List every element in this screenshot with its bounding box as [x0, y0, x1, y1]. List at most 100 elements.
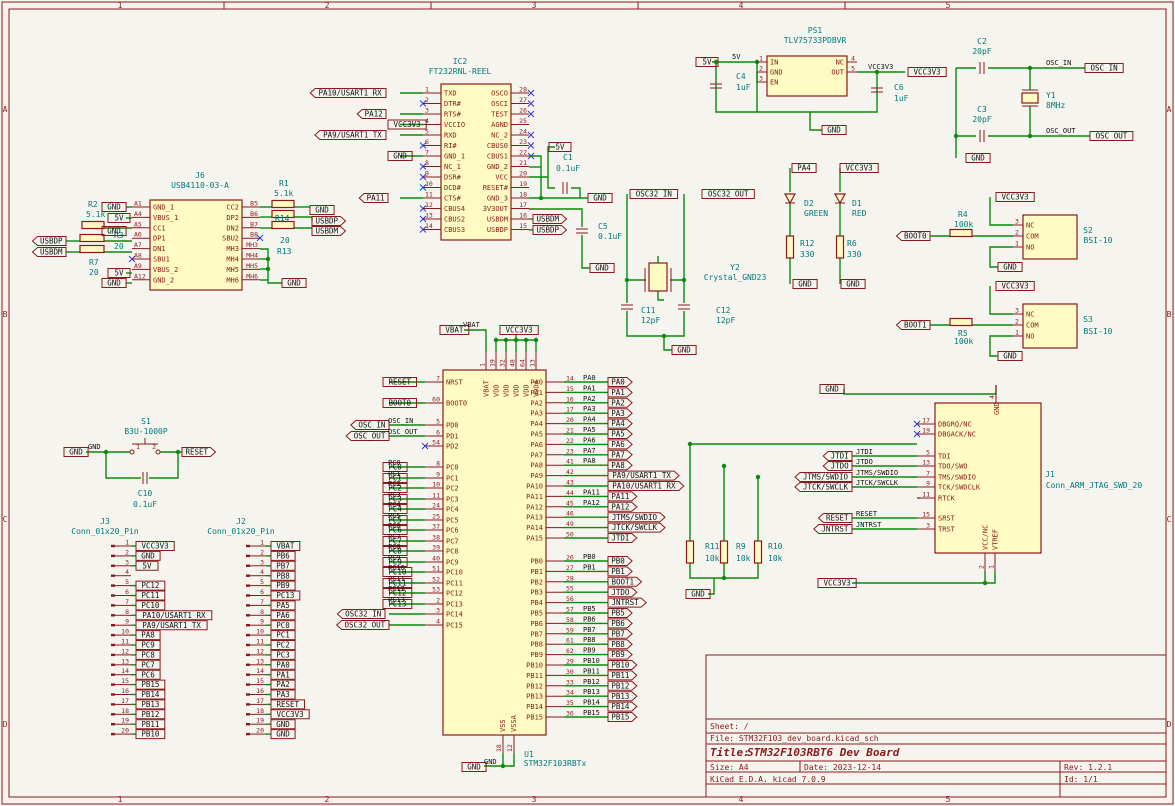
pin-number: 2 [436, 597, 440, 605]
wire [843, 385, 997, 395]
pin-name: GND_2 [153, 276, 174, 284]
u1-net-label [607, 481, 685, 491]
u1-net-label-text: PC2 [388, 484, 402, 493]
net-name: PA5 [583, 426, 596, 434]
net-gnd-text: GND [107, 279, 121, 288]
pin-number: 48 [509, 359, 517, 367]
pin-name: PA5 [530, 431, 543, 439]
no-connect-mark [527, 110, 535, 118]
net-5v [107, 268, 131, 278]
pin-name: DN1 [153, 245, 166, 253]
header-net-label [135, 590, 166, 601]
header-net-label [135, 640, 161, 650]
pin-number: 20 [566, 416, 574, 424]
title-block-sheet: Sheet: / [710, 722, 749, 731]
pin-number: 3 [260, 558, 264, 566]
header-net-label-text: PA10/USART1_RX [142, 611, 206, 620]
pin-stub [111, 663, 115, 666]
header-net-label [270, 560, 296, 571]
u1-net-label [607, 649, 633, 660]
pin-number: 53 [432, 586, 440, 594]
header-net-label-text: VCC3V3 [142, 542, 169, 551]
wire [529, 146, 555, 178]
u1-net-label-text: JTMS/SWDIO [612, 513, 658, 522]
wire [529, 208, 583, 227]
pin-number: 42 [566, 468, 574, 476]
pin-number: 15 [519, 222, 527, 230]
y2-crystal [648, 262, 668, 292]
y2-value: Crystal_GND23 [704, 273, 767, 282]
j1-net-label [794, 472, 853, 482]
ic2-net-label-text: PA10/USART1_RX [318, 89, 382, 98]
header-net-label-text: PB15 [141, 680, 159, 689]
u1-net-label [607, 387, 633, 398]
pin-name: PB1 [530, 568, 543, 576]
pin-number: 5 [851, 65, 855, 73]
pin-stub [246, 723, 250, 726]
u1-net-label-text: PB0 [611, 557, 625, 566]
j1-net-label-text: JTCK/SWCLK [803, 483, 849, 492]
pin-name: VBAT [483, 379, 491, 397]
pin-name: USBDP [487, 226, 508, 234]
c12-value: 12pF [716, 316, 735, 325]
pin-number: 1 [260, 539, 264, 547]
pin-number: 24 [432, 502, 440, 510]
u1-net-label [607, 587, 638, 598]
u1-net-label [382, 567, 413, 577]
pin-number: B5 [250, 200, 258, 208]
pin-number: 8 [425, 159, 429, 167]
u1-net-label [382, 578, 413, 588]
pin-name: PB13 [526, 693, 543, 701]
u1-net-label-text: PC4 [388, 505, 402, 514]
net-gnd [685, 589, 711, 599]
pin-number: 29 [566, 658, 574, 666]
net-vcc3v3-text: VCC3V3 [1002, 282, 1029, 291]
pin-name: NO [1026, 244, 1034, 252]
net-gnd [587, 193, 613, 203]
junction-dot [503, 337, 509, 343]
u1-net-label-text: PA2 [611, 398, 625, 407]
pin-number: 18 [256, 707, 264, 715]
net-name: PC4 [388, 501, 401, 509]
wire [657, 291, 664, 301]
net-vbat [439, 325, 470, 335]
u1-net-label [607, 397, 633, 408]
ref-r4: R4 [958, 210, 968, 219]
zone-row-right: B [1167, 310, 1172, 319]
net-gnd-text: GND [593, 194, 607, 203]
pin-number: 46 [566, 510, 574, 518]
r1-resistor [271, 199, 295, 209]
pin-name: NO [1026, 333, 1034, 341]
pin-number: 20 [256, 727, 264, 735]
c10-capacitor [142, 472, 148, 484]
d2-ref: D2 [804, 199, 814, 208]
u1-net-label [382, 525, 408, 535]
net-name: PC3 [388, 491, 401, 499]
j1-net-label-text: JNTRST [821, 525, 849, 534]
net-osc32-out [701, 189, 755, 199]
wire [810, 72, 878, 113]
pin-number: A8 [134, 252, 142, 260]
ic2-net-label [358, 193, 389, 203]
pin-name: DN2 [226, 224, 239, 232]
u1-net-label [607, 556, 633, 566]
header-net-label [135, 729, 166, 740]
pin-number: 4 [988, 395, 996, 399]
pin-name: SBU1 [153, 256, 170, 264]
pin-number: A4 [134, 210, 142, 218]
net-name: PB11 [583, 667, 600, 675]
ps1-regulator-value: TLV75733PDBVR [784, 36, 847, 45]
zone-col-bottom: 5 [946, 795, 951, 804]
net-gnd [792, 279, 818, 289]
pin-stub [111, 653, 115, 657]
r10-value: 10k [768, 554, 783, 563]
net-name: JTCK/SWCLK [856, 479, 899, 487]
pin-stub [111, 544, 115, 548]
pin-name: VCCIO [444, 121, 465, 129]
net-usbdm-text: USBDM [40, 248, 63, 257]
zone-row-right: D [1167, 720, 1172, 729]
junction-dot [175, 449, 181, 455]
j1-jtag-connector-value: Conn_ARM_JTAG_SWD_20 [1046, 481, 1143, 490]
net-osc32-in [629, 189, 679, 199]
net-name: PC0 [388, 459, 401, 467]
